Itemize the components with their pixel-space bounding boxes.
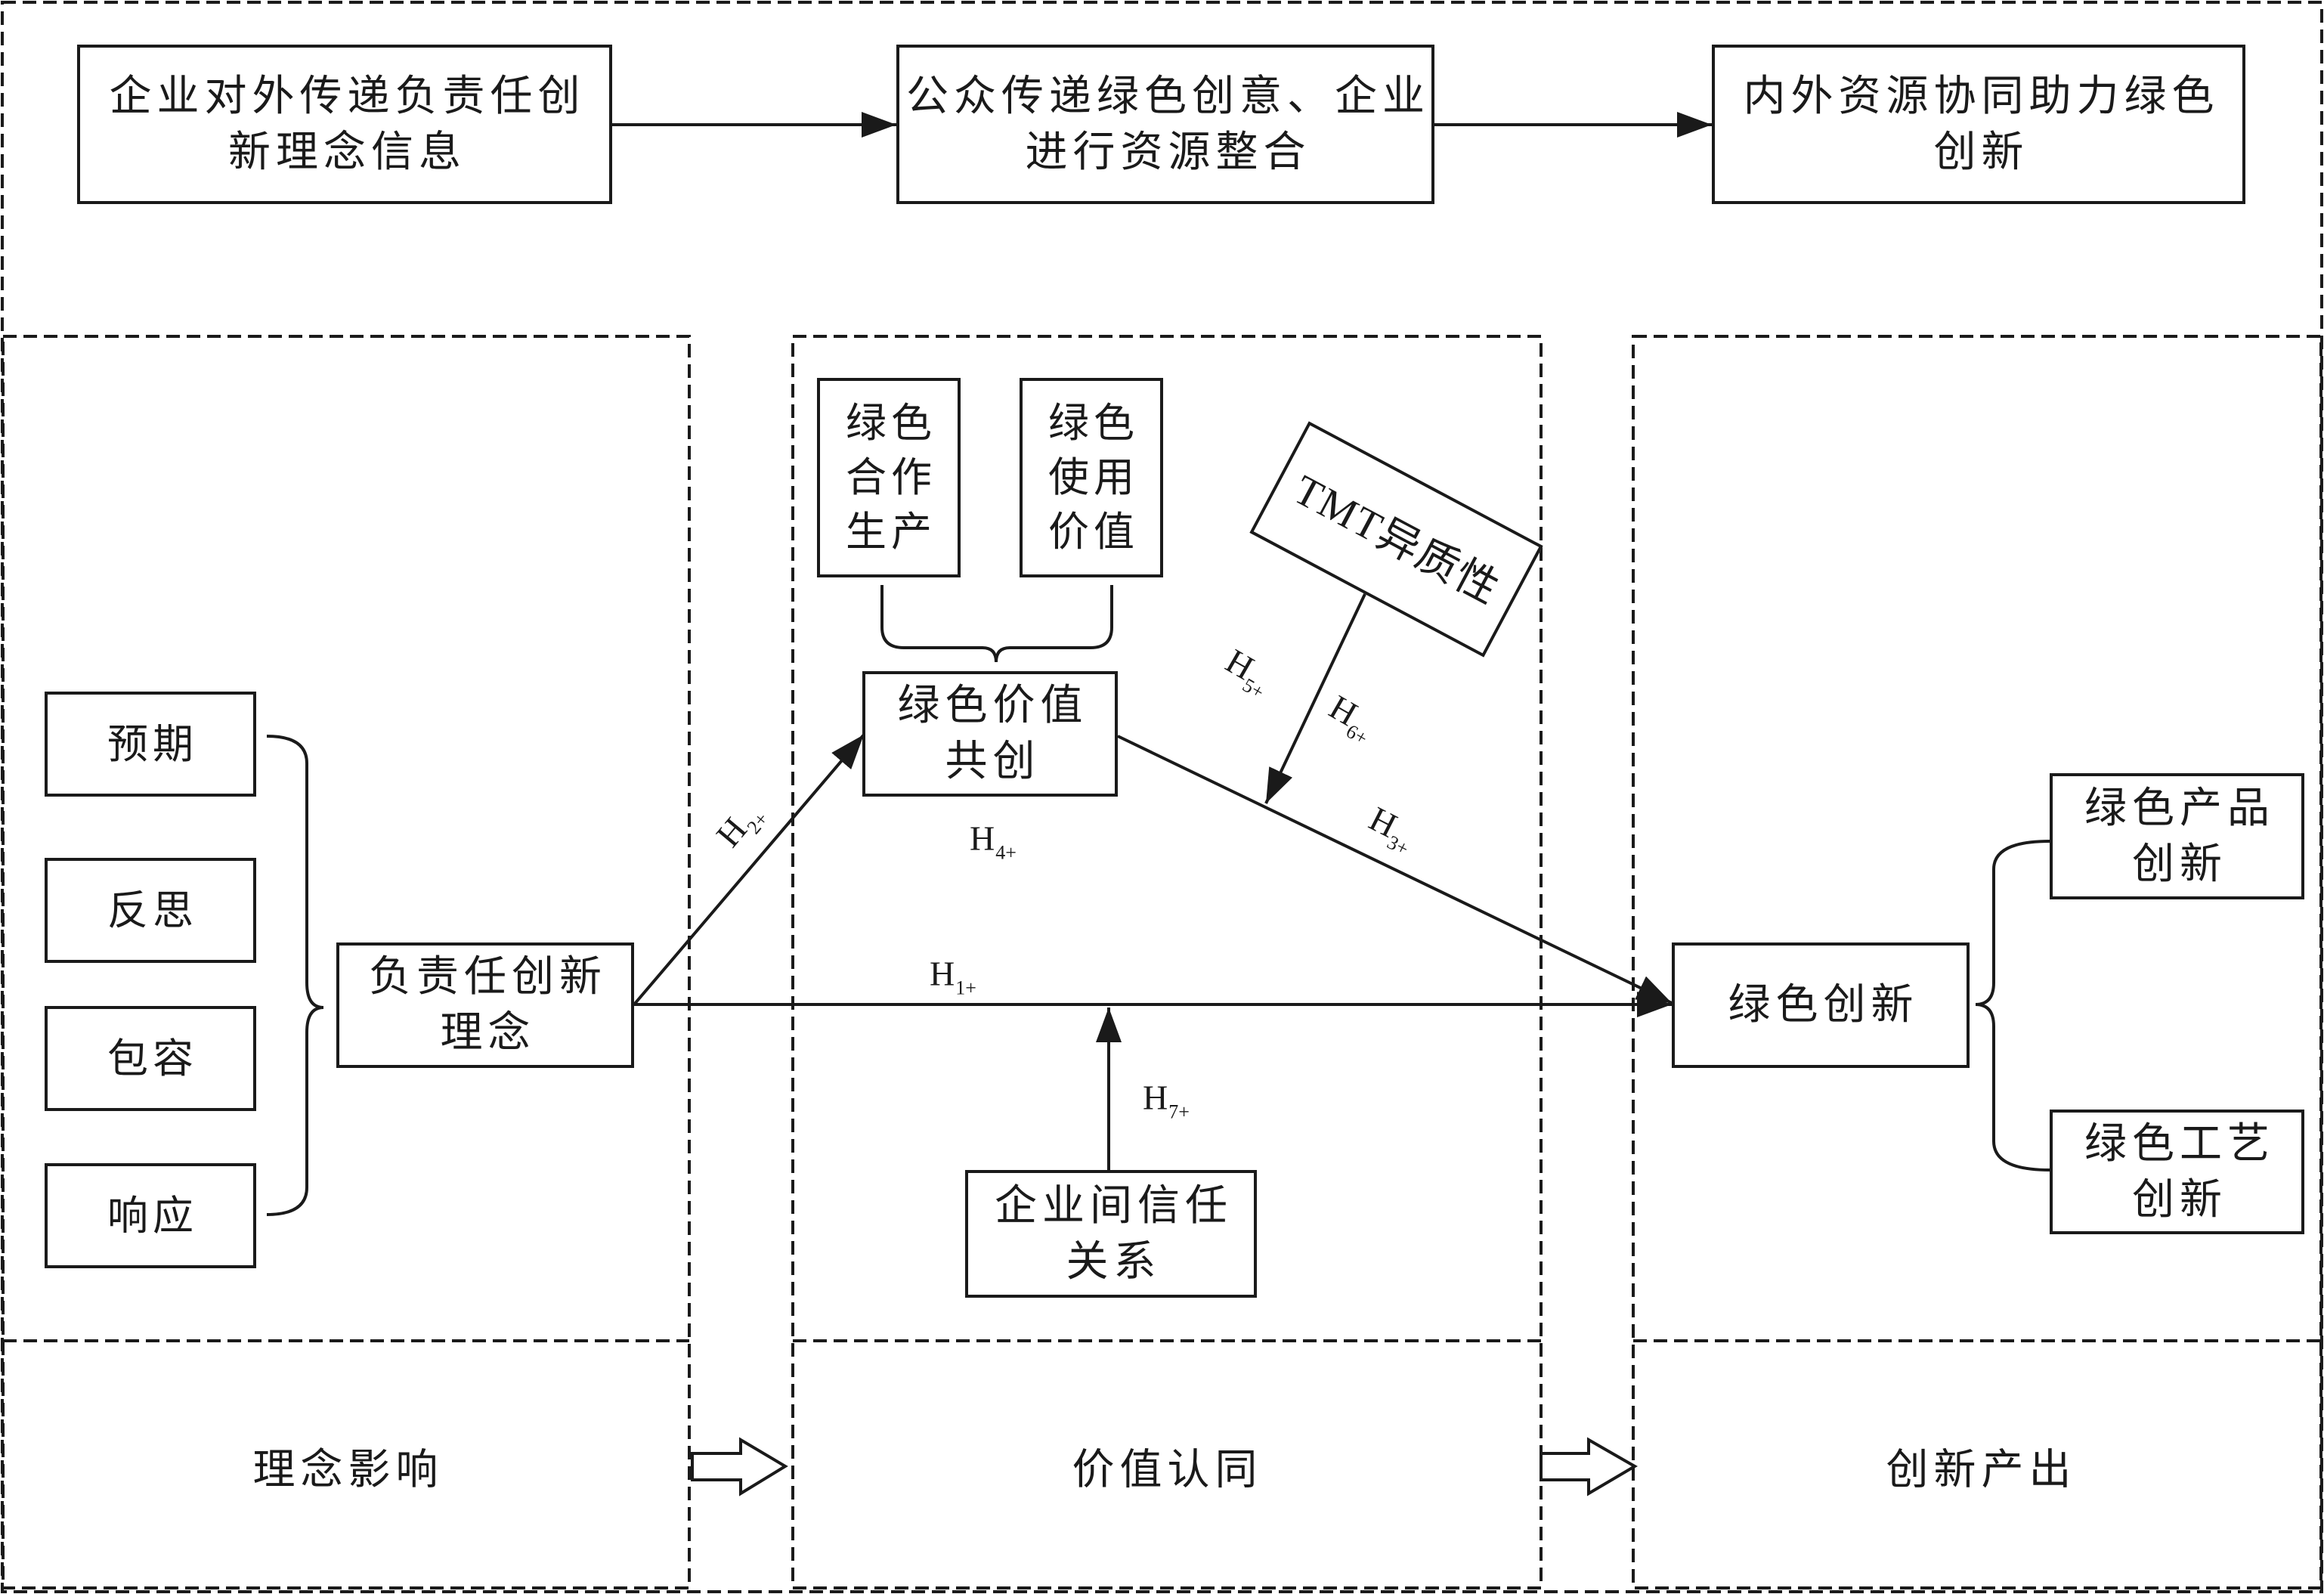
node-green-innovation: 绿色创新 bbox=[1672, 942, 1970, 1068]
node-green-innovation-label: 绿色创新 bbox=[1728, 980, 1919, 1029]
flow-step-1-line-2: 新理念信息 bbox=[228, 127, 466, 177]
node-rri-concept-line-1: 负责任创新 bbox=[369, 952, 607, 1001]
hypothesis-h4-label: H4+ bbox=[970, 819, 1017, 864]
node-green-use-value-line-2: 使用 bbox=[1048, 453, 1139, 501]
node-green-coproduction-line-1: 绿色 bbox=[846, 399, 936, 447]
hypothesis-symbol: H bbox=[970, 819, 995, 858]
node-green-value-cocreation-line-2: 共创 bbox=[945, 737, 1041, 786]
stage-label-concept: 理念影响 bbox=[252, 1445, 444, 1495]
dimension-reflexivity: 反思 bbox=[45, 858, 256, 963]
node-green-value-cocreation: 绿色价值 共创 bbox=[862, 671, 1118, 797]
hypothesis-symbol: H bbox=[1143, 1078, 1168, 1117]
node-green-coproduction-line-2: 合作 bbox=[846, 453, 936, 501]
hypothesis-subscript: 1+ bbox=[955, 977, 976, 999]
path-h2-arrow bbox=[633, 733, 865, 1006]
node-green-use-value: 绿色 使用 价值 bbox=[1020, 378, 1163, 577]
hypothesis-h1-label: H1+ bbox=[930, 954, 976, 999]
node-green-coproduction: 绿色 合作 生产 bbox=[817, 378, 961, 577]
node-rri-concept-line-2: 理念 bbox=[440, 1008, 536, 1057]
stage-transition-arrow-1 bbox=[691, 1437, 788, 1497]
hypothesis-symbol: H bbox=[930, 954, 955, 993]
stage-panel-concept bbox=[2, 335, 691, 1589]
stage-panel-output bbox=[1632, 335, 2322, 1589]
hypothesis-subscript: 4+ bbox=[995, 841, 1017, 864]
dimension-label: 反思 bbox=[107, 886, 198, 934]
path-tmt-arrow bbox=[1264, 593, 1366, 804]
node-green-process-innovation-line-2: 创新 bbox=[2132, 1175, 2227, 1224]
stage-transition-arrow-2 bbox=[1540, 1437, 1638, 1497]
flow-step-1-line-1: 企业对外传递负责任创 bbox=[109, 71, 586, 121]
innovation-types-brace bbox=[1975, 840, 2050, 1172]
node-green-coproduction-line-3: 生产 bbox=[846, 508, 936, 556]
dimension-label: 响应 bbox=[107, 1191, 198, 1240]
flow-step-2-line-1: 公众传递绿色创意、企业 bbox=[906, 71, 1430, 121]
path-h3-arrow bbox=[1117, 735, 1673, 1004]
hypothesis-subscript: 7+ bbox=[1168, 1100, 1190, 1123]
stage-panel-value bbox=[791, 335, 1543, 1589]
flow-step-2-line-2: 进行资源整合 bbox=[1025, 127, 1311, 177]
node-inter-firm-trust-line-2: 关系 bbox=[1066, 1237, 1162, 1286]
dimension-inclusion: 包容 bbox=[45, 1006, 256, 1111]
value-components-brace bbox=[880, 585, 1113, 663]
node-green-use-value-line-3: 价值 bbox=[1048, 508, 1139, 556]
node-green-process-innovation: 绿色工艺 创新 bbox=[2050, 1110, 2304, 1234]
node-green-use-value-line-1: 绿色 bbox=[1048, 399, 1139, 447]
dimension-label: 预期 bbox=[107, 720, 198, 768]
flow-step-2: 公众传递绿色创意、企业 进行资源整合 bbox=[896, 45, 1434, 204]
dimension-label: 包容 bbox=[107, 1034, 198, 1082]
flow-step-3-line-2: 创新 bbox=[1933, 127, 2029, 177]
node-green-process-innovation-line-1: 绿色工艺 bbox=[2084, 1119, 2275, 1168]
node-green-product-innovation-line-1: 绿色产品 bbox=[2084, 783, 2275, 833]
hypothesis-h7-label: H7+ bbox=[1143, 1078, 1190, 1123]
dimension-responsiveness: 响应 bbox=[45, 1163, 256, 1268]
node-inter-firm-trust-line-1: 企业间信任 bbox=[995, 1181, 1233, 1230]
dimensions-brace bbox=[266, 735, 324, 1216]
node-green-value-cocreation-line-1: 绿色价值 bbox=[897, 681, 1088, 730]
flow-step-1: 企业对外传递负责任创 新理念信息 bbox=[77, 45, 612, 204]
flow-step-3: 内外资源协同助力绿色 创新 bbox=[1712, 45, 2245, 204]
dimension-anticipation: 预期 bbox=[45, 692, 256, 797]
node-green-product-innovation: 绿色产品 创新 bbox=[2050, 773, 2304, 899]
flow-step-3-line-1: 内外资源协同助力绿色 bbox=[1743, 71, 2220, 121]
stage-label-output: 创新产出 bbox=[1886, 1445, 2077, 1495]
node-inter-firm-trust: 企业间信任 关系 bbox=[965, 1170, 1257, 1298]
stage-label-value: 价值认同 bbox=[1072, 1445, 1263, 1495]
node-green-product-innovation-line-2: 创新 bbox=[2132, 839, 2227, 889]
node-rri-concept: 负责任创新 理念 bbox=[336, 942, 634, 1068]
